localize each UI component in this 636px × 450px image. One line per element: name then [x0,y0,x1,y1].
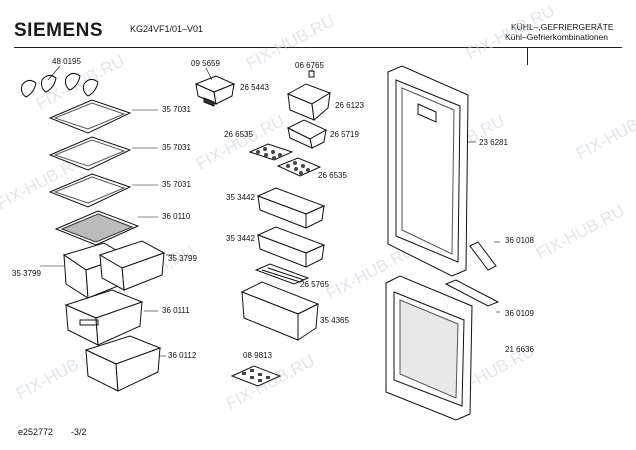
part-label: 35 3442 [226,193,255,202]
part-label: 36 0112 [168,351,197,360]
bottle-shelf [240,281,320,341]
header-divider [527,47,528,65]
part-label: 35 7031 [162,143,191,152]
part-label: 23 6281 [479,138,508,147]
part-label: 48 0195 [52,57,81,66]
part-label: 26 5765 [300,280,329,289]
part-label: 06 6765 [295,61,324,70]
part-label: 35 3442 [226,234,255,243]
page-number: -3/2 [71,427,87,437]
egg-tray-2 [276,157,322,177]
door-shelf-1 [256,187,326,229]
bottle-retainer [254,263,310,285]
part-label: 36 0111 [162,306,190,315]
part-label: 36 0108 [505,236,534,245]
part-label: 35 7031 [162,105,191,114]
leader-lines [40,65,500,357]
part-label: 26 5719 [330,130,359,139]
header: SIEMENS KG24VF1/01–V01 KÜHL–,GEFRIERGERÄ… [0,0,636,65]
part-label: 36 0109 [505,309,534,318]
part-label: 08 9813 [243,351,272,360]
brand-logo: SIEMENS [14,20,104,41]
watermark: FIX-HUB.RU [573,101,636,163]
watermark: FIX-HUB.RU [533,201,628,263]
parts-drawings [21,65,500,421]
fridge-door [387,65,469,277]
hinge-pin [308,70,315,78]
part-label: 21 6636 [505,345,534,354]
part-label: 26 5443 [240,83,269,92]
part-label: 35 7031 [162,180,191,189]
part-label: 35 3799 [12,269,41,278]
category-subtitle: Kühl–Gefrierkombinationen [505,32,609,42]
glass-shelf-1 [48,99,132,134]
document-id: e252772 [18,427,54,437]
butter-compartment [194,75,236,107]
crisper-drawer-right [98,240,166,291]
glass-shelf-3 [48,173,132,208]
watermark: FIX-HUB.RU [193,111,288,173]
watermark: FIX-HUB.RU [223,351,318,413]
drawer-cover [54,210,140,246]
door-shelf-2 [256,226,326,268]
part-labels: 48 0195 09 5659 06 6765 26 5443 26 6123 … [12,57,534,360]
small-door-shelf [286,119,328,149]
category-title: KÜHL–,GEFRIERGERÄTE [511,22,614,32]
glass-shelf-2 [48,136,132,171]
watermark: FIX-HUB.RU [463,1,558,63]
part-label: 26 6123 [335,101,364,110]
part-label: 36 0110 [162,212,191,221]
ice-tray [230,365,282,387]
door-bracket-upper [469,241,497,271]
part-label: 26 6535 [318,171,347,180]
part-label: 09 5659 [191,59,220,68]
model-number: KG24VF1/01–V01 [130,24,204,34]
freezer-door [385,275,473,421]
shelf-clips [21,72,99,98]
part-label: 35 4365 [320,316,349,325]
freezer-drawer-lower [84,335,162,392]
door-bracket-lower [444,279,500,307]
header-rule [14,47,622,48]
egg-tray-1 [248,143,294,161]
compartment-flap [286,83,332,121]
part-label: 35 3799 [168,254,197,263]
freezer-drawer-upper [64,289,144,346]
part-label: 26 6535 [224,130,253,139]
